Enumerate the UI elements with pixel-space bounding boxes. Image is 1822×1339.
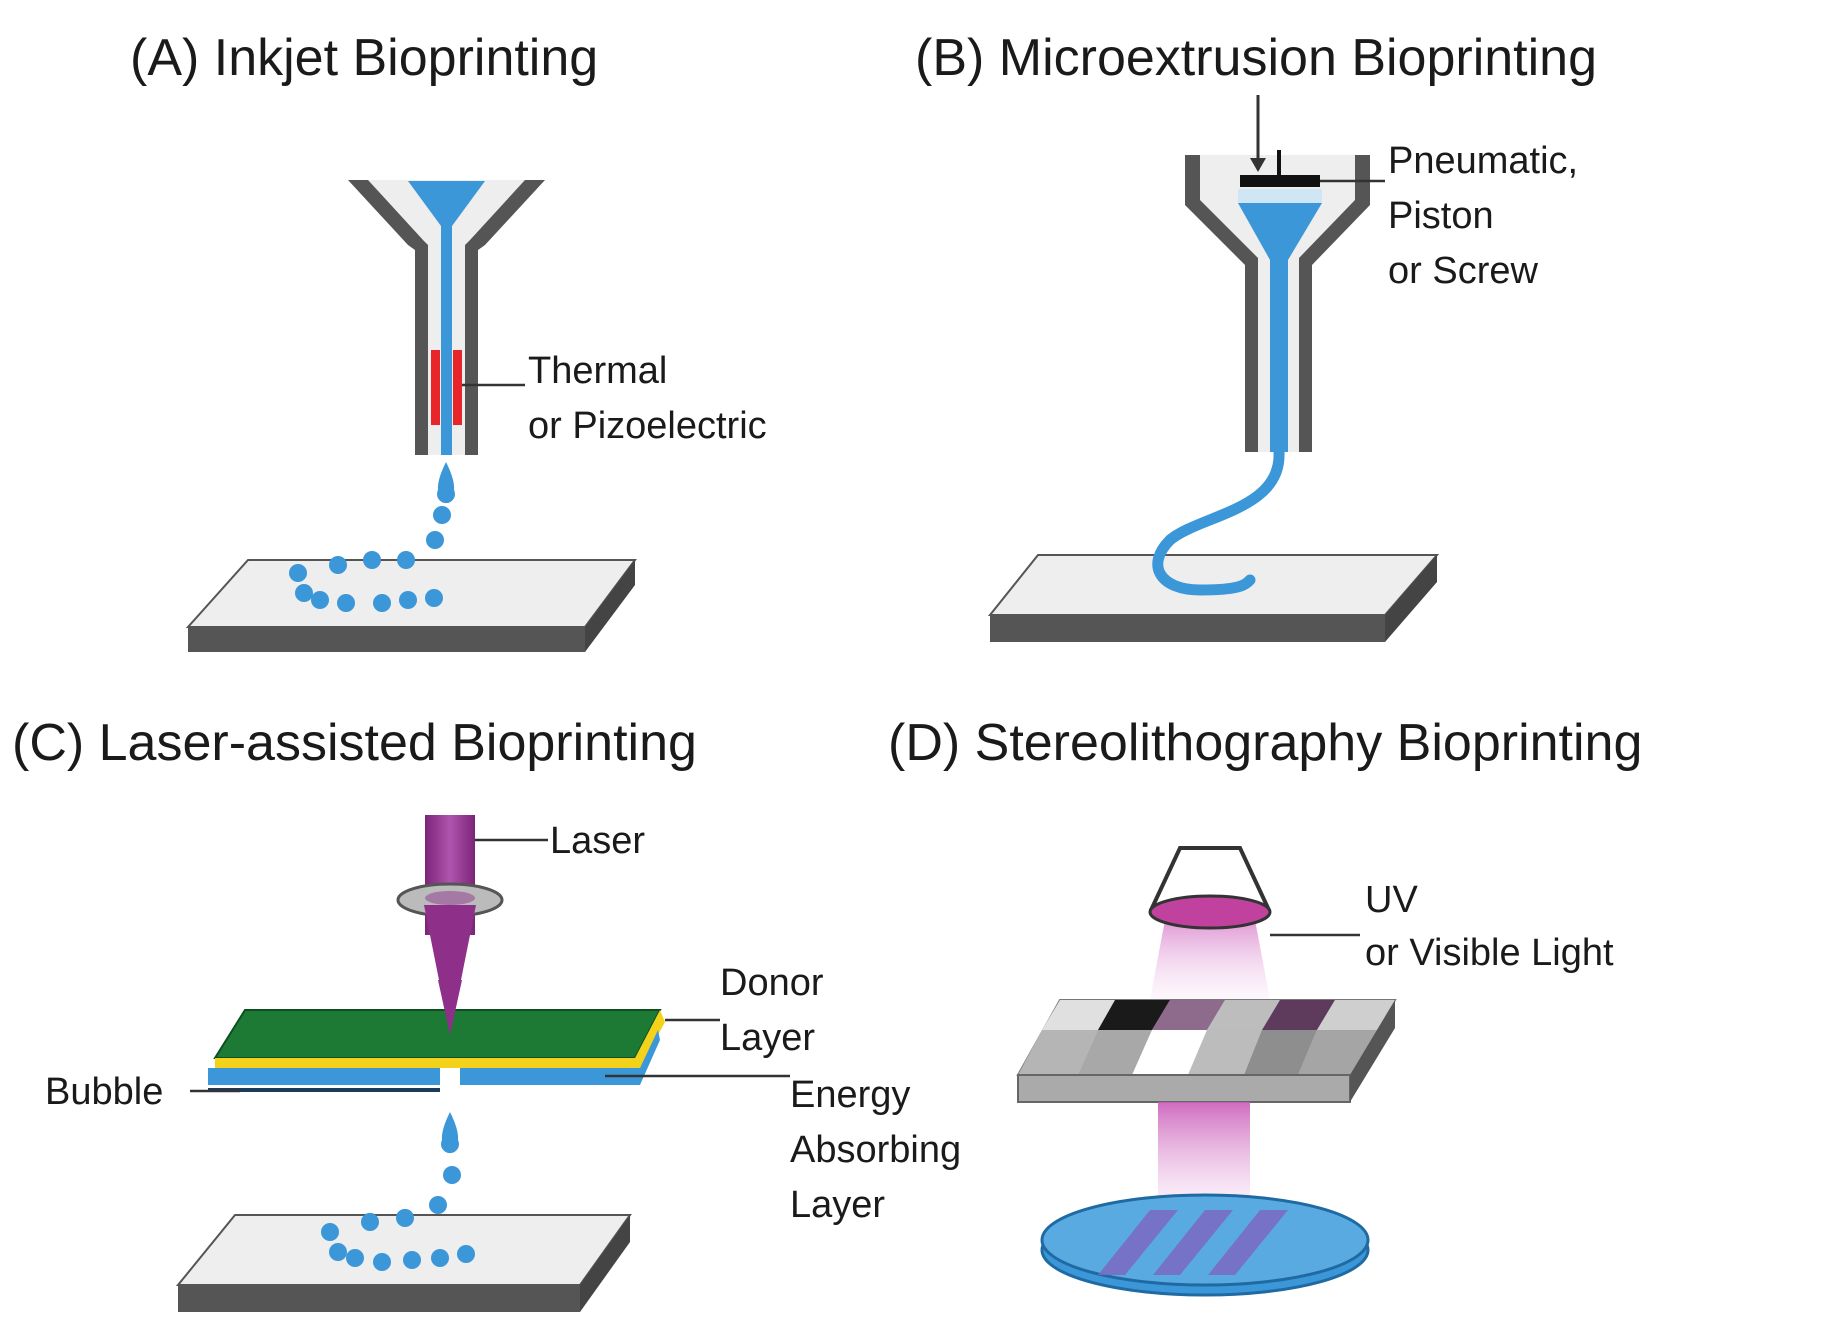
focused-laser-cone — [424, 905, 476, 1035]
energy-label-line2: Absorbing — [790, 1129, 961, 1171]
photomask — [1016, 999, 1397, 1103]
donor-label-line1: Donor — [720, 962, 824, 1004]
extrusion-platform — [987, 554, 1440, 642]
bubble-label: Bubble — [45, 1071, 163, 1113]
laser-platform — [175, 1214, 632, 1312]
uv-beam-upper — [1148, 920, 1272, 1010]
panel-c-title: (C) Laser-assisted Bioprinting — [12, 714, 697, 772]
piston-rod — [1277, 150, 1281, 178]
heater-label-line2: or Pizoelectric — [528, 405, 767, 447]
uv-label-line1: UV — [1365, 879, 1418, 921]
piston-label-line3: or Screw — [1388, 250, 1538, 292]
panel-b-title: (B) Microextrusion Bioprinting — [915, 29, 1597, 87]
energy-label-line3: Layer — [790, 1184, 885, 1226]
inkjet-droplets — [289, 462, 455, 612]
heater-left — [431, 350, 440, 425]
pressure-arrow-head — [1250, 158, 1266, 172]
uv-beam-lower — [1158, 1102, 1250, 1210]
piston-label-line1: Pneumatic, — [1388, 140, 1578, 182]
panel-c-laser: (C) Laser-assisted Bioprinting Laser Don… — [12, 714, 961, 1312]
uv-label-line2: or Visible Light — [1365, 932, 1614, 974]
donor-stack — [208, 1009, 665, 1092]
extrusion-nozzle — [1185, 150, 1370, 452]
donor-label-line2: Layer — [720, 1017, 815, 1059]
panel-a-title: (A) Inkjet Bioprinting — [130, 29, 598, 87]
piston-label-line2: Piston — [1388, 195, 1494, 237]
laser-label: Laser — [550, 820, 645, 862]
panel-b-microextrusion: (B) Microextrusion Bioprinting Pneumatic… — [915, 29, 1597, 642]
panel-a-inkjet: (A) Inkjet Bioprinting Thermal or Pizoel… — [130, 29, 767, 652]
light-source — [1148, 846, 1272, 930]
energy-label-line1: Energy — [790, 1074, 910, 1116]
extruded-filament — [1152, 446, 1285, 596]
heater-right — [453, 350, 462, 425]
panel-d-title: (D) Stereolithography Bioprinting — [888, 714, 1642, 772]
resin-dish — [1040, 1193, 1370, 1297]
inkjet-nozzle — [348, 180, 545, 455]
piston-plate — [1240, 175, 1320, 187]
heater-label-line1: Thermal — [528, 350, 667, 392]
panel-d-stereolithography: (D) Stereolithography Bioprinting UV or … — [888, 714, 1642, 1297]
